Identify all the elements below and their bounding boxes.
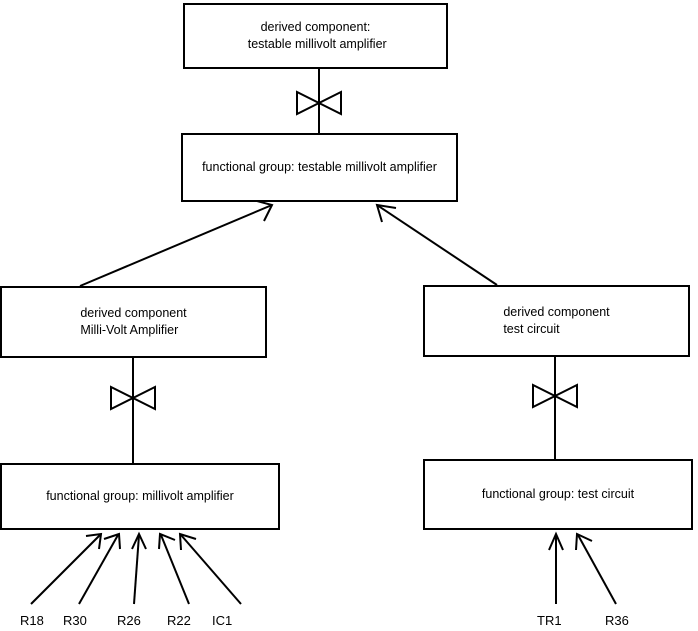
arrow-test-circuit-to-testable-fg: [375, 203, 498, 286]
node-derived-component-testable-millivolt-amplifier[interactable]: derived component: testable millivolt am…: [183, 3, 448, 69]
node-functional-group-millivolt-amplifier[interactable]: functional group: millivolt amplifier: [0, 463, 280, 530]
leaf-label-r22[interactable]: R22: [167, 613, 191, 628]
arrow-r36-to-fg-test-circuit: [575, 532, 617, 605]
arrow-r22-to-fg-millivolt-amplifier: [158, 532, 190, 605]
node-label: functional group: millivolt amplifier: [46, 489, 234, 503]
node-label: functional group: test circuit: [481, 487, 635, 501]
arrow-r18-to-fg-millivolt-amplifier: [30, 532, 103, 605]
leaf-label-r30[interactable]: R30: [63, 613, 87, 628]
arrow-tr1-to-fg-test-circuit: [548, 531, 564, 604]
bowtie-realization-top: [296, 69, 342, 133]
leaf-label-tr1[interactable]: TR1: [537, 613, 562, 628]
node-functional-group-test-circuit[interactable]: functional group: test circuit: [423, 459, 693, 530]
node-label: derived component: testable millivolt am…: [244, 20, 387, 51]
arrow-r26-to-fg-millivolt-amplifier: [131, 531, 147, 605]
leaf-label-r18[interactable]: R18: [20, 613, 44, 628]
arrow-ic1-to-fg-millivolt-amplifier: [178, 532, 242, 605]
arrow-r30-to-fg-millivolt-amplifier: [78, 532, 121, 605]
node-functional-group-testable-millivolt-amplifier[interactable]: functional group: testable millivolt amp…: [181, 133, 458, 202]
leaf-label-r36[interactable]: R36: [605, 613, 629, 628]
leaf-label-r26[interactable]: R26: [117, 613, 141, 628]
node-label: functional group: testable millivolt amp…: [202, 160, 437, 174]
bowtie-realization-right: [532, 357, 578, 459]
leaf-label-ic1[interactable]: IC1: [212, 613, 233, 628]
bowtie-realization-left: [110, 358, 156, 463]
arrow-mv-amp-to-testable-fg: [79, 199, 274, 287]
